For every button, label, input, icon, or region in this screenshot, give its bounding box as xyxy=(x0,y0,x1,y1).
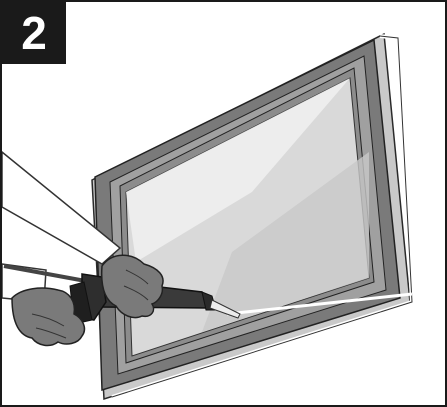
glass-pane-icon xyxy=(125,77,370,357)
gloved-hand-icon xyxy=(11,287,86,347)
gloved-hand-icon xyxy=(100,254,164,319)
step-number: 2 xyxy=(21,7,47,59)
step-number-badge: 2 xyxy=(2,2,66,64)
sealant-bead-icon xyxy=(226,292,413,316)
